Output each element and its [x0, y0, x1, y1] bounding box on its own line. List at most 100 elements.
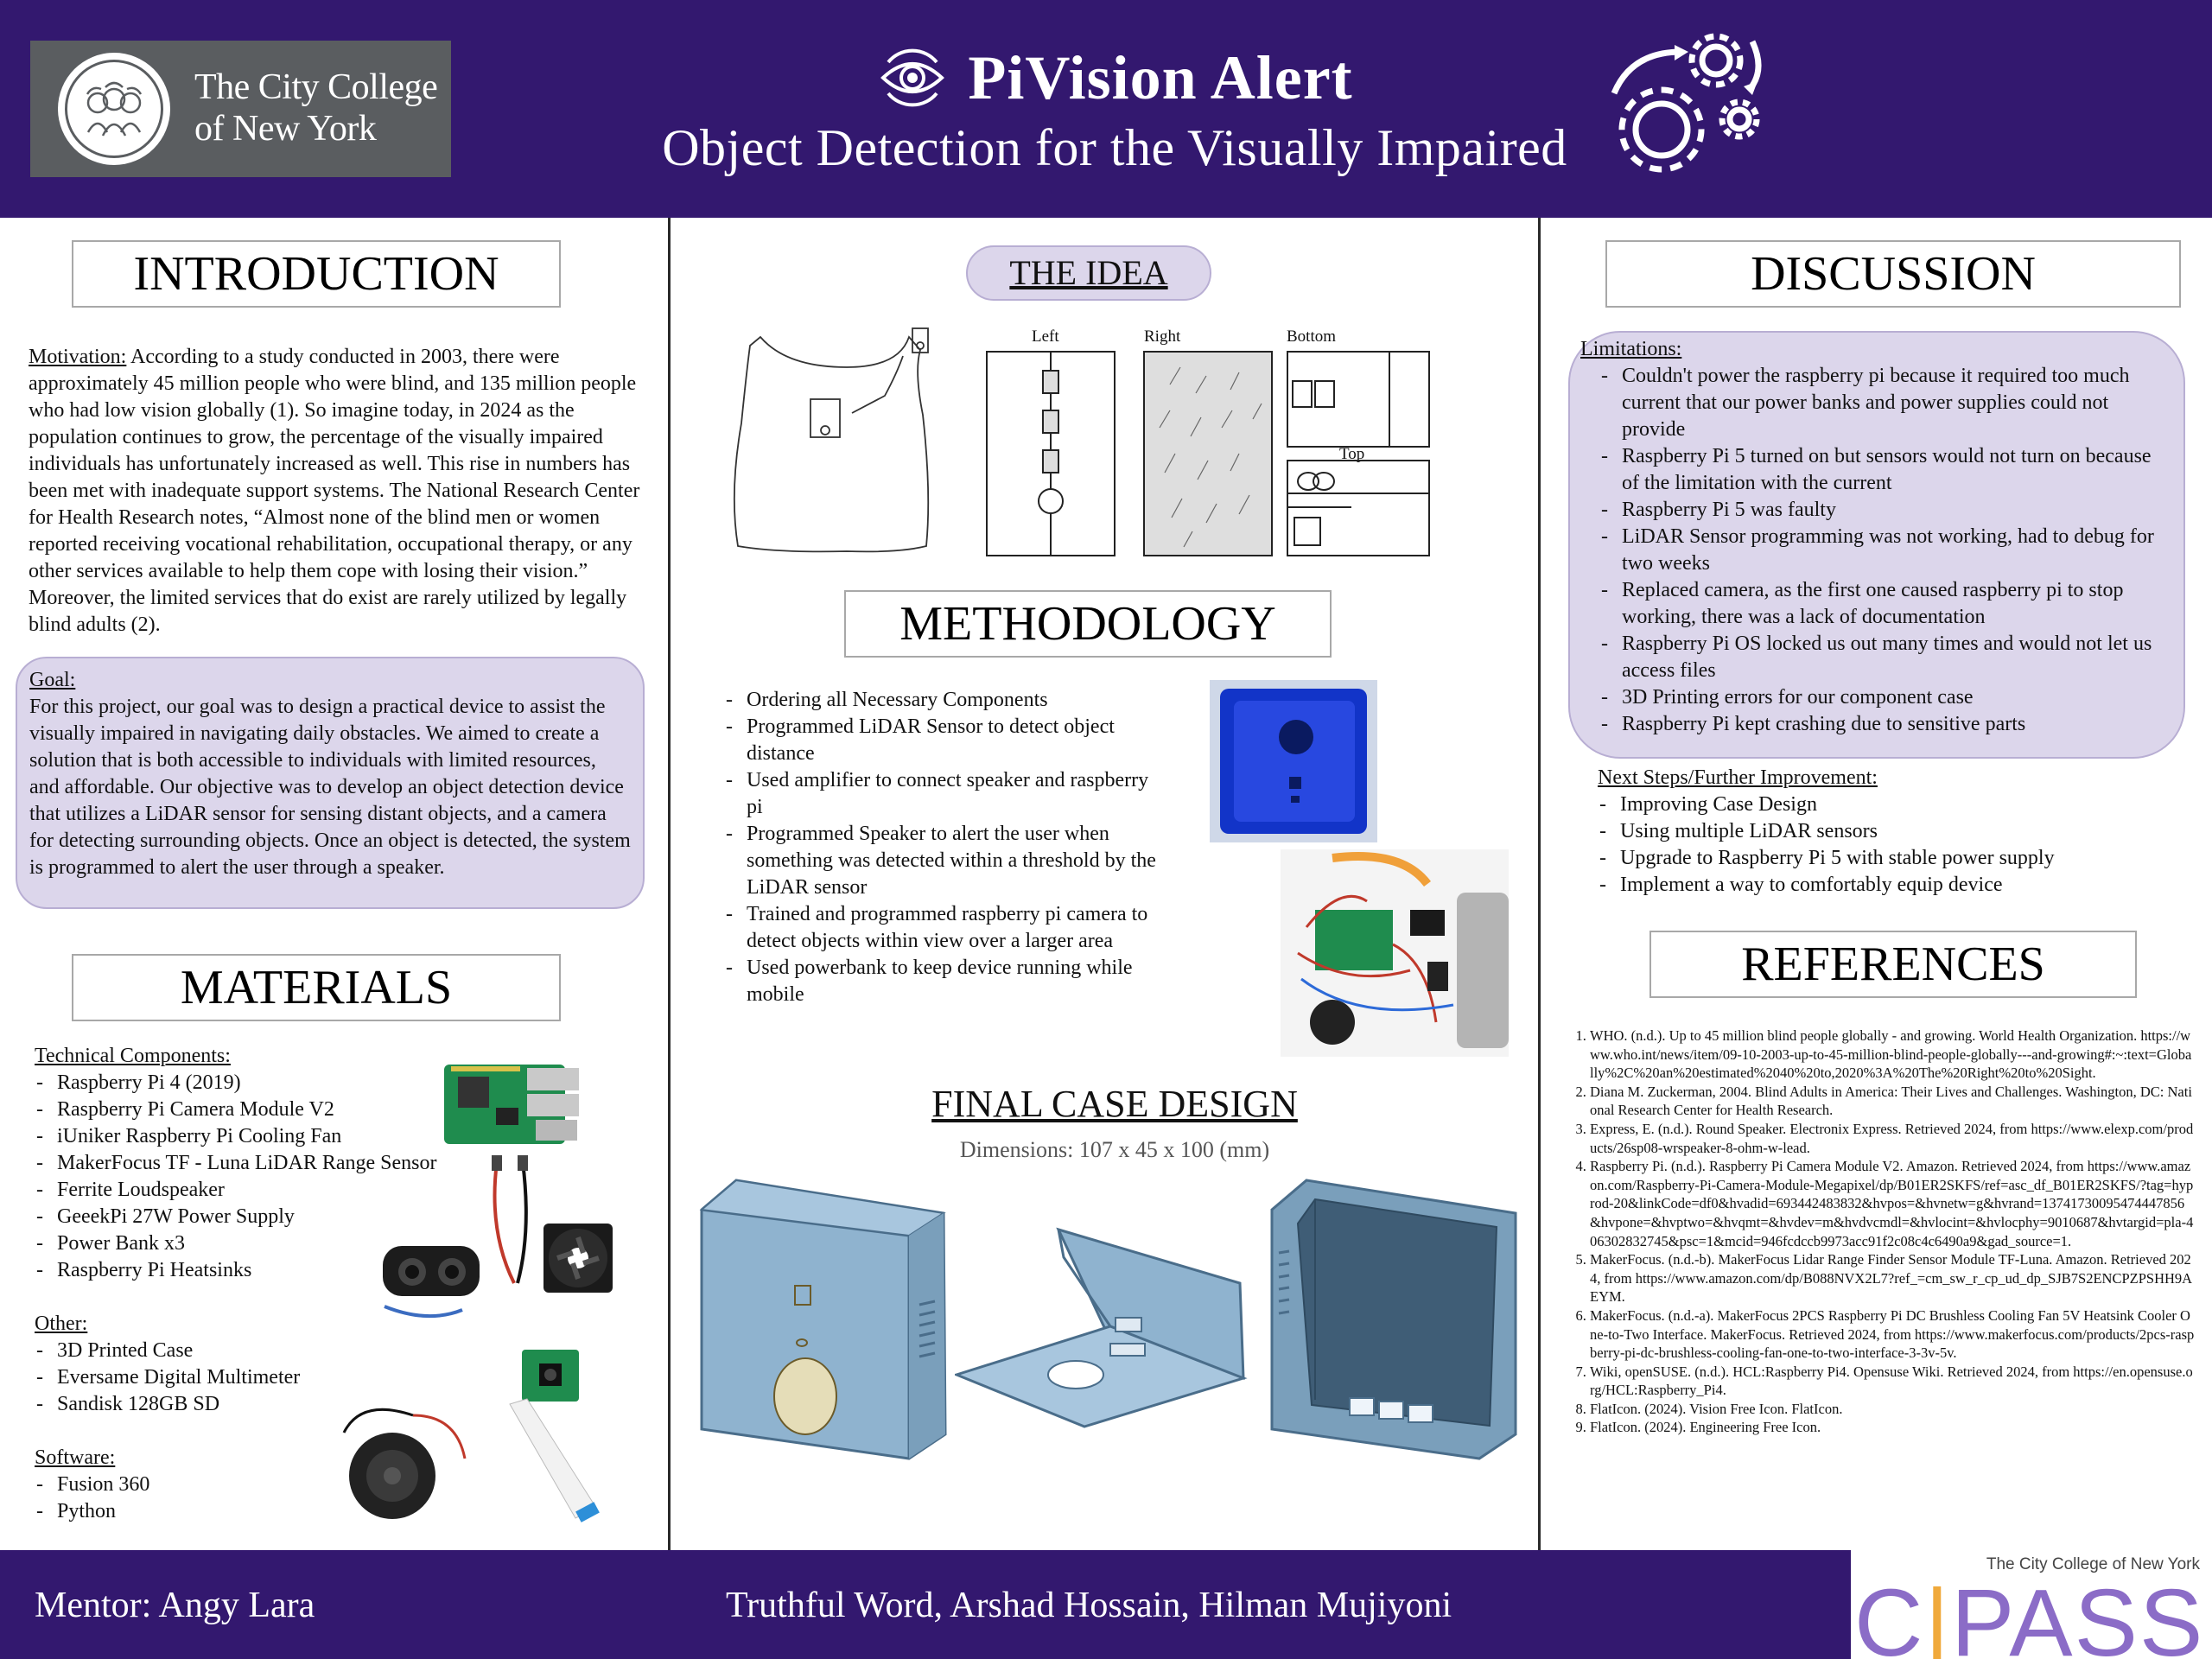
discussion-heading: DISCUSSION [1605, 240, 2181, 308]
list-item: GeeekPi 27W Power Supply [35, 1204, 484, 1230]
list-item: Raspberry Pi 5 was faulty [1599, 497, 2154, 524]
limitations-label: Limitations: [1580, 338, 1682, 360]
sketch-label-right: Right [1144, 327, 1181, 346]
list-item: Raspberry Pi OS locked us out many times… [1599, 631, 2154, 684]
references-list: WHO. (n.d.). Up to 45 million blind peop… [1564, 1027, 2195, 1437]
camera-ribbon-cable-image [509, 1398, 600, 1522]
materials-heading: MATERIALS [72, 954, 561, 1021]
software-list: Fusion 360 Python [35, 1471, 484, 1525]
idea-heading: THE IDEA [966, 245, 1211, 301]
methodology-heading: METHODOLOGY [844, 590, 1332, 658]
list-item: Fusion 360 [35, 1471, 484, 1498]
column-divider-left [668, 218, 671, 1550]
list-item: 3D Printing errors for our component cas… [1599, 684, 2154, 711]
list-item: Replaced camera, as the first one caused… [1599, 577, 2154, 631]
motivation-label: Motivation: [29, 346, 127, 368]
goal-label: Goal: [29, 669, 76, 691]
reference-item: FlatIcon. (2024). Engineering Free Icon. [1590, 1418, 2195, 1437]
list-item: Programmed LiDAR Sensor to detect object… [724, 714, 1163, 767]
reference-item: MakerFocus. (n.d.-b). MakerFocus Lidar R… [1590, 1250, 2195, 1306]
reference-item: WHO. (n.d.). Up to 45 million blind peop… [1590, 1027, 2195, 1083]
list-item: Raspberry Pi Camera Module V2 [35, 1096, 484, 1123]
reference-item: MakerFocus. (n.d.-a). MakerFocus 2PCS Ra… [1590, 1306, 2195, 1363]
list-item: Sandisk 128GB SD [35, 1391, 484, 1418]
list-item: Raspberry Pi 5 turned on but sensors wou… [1599, 443, 2154, 497]
cipass-wordmark: C|PASS [1854, 1570, 2205, 1659]
college-logo: The City College of New York [30, 41, 451, 177]
list-item: Ferrite Loudspeaker [35, 1177, 484, 1204]
list-item: Eversame Digital Multimeter [35, 1364, 484, 1391]
references-list-container: WHO. (n.d.). Up to 45 million blind peop… [1564, 1027, 2195, 1550]
list-item: Power Bank x3 [35, 1230, 484, 1257]
reference-item: Express, E. (n.d.). Round Speaker. Elect… [1590, 1120, 2195, 1157]
sketch-label-bottom: Bottom [1287, 327, 1336, 346]
list-item: 3D Printed Case [35, 1338, 484, 1364]
list-item: Raspberry Pi kept crashing due to sensit… [1599, 711, 2154, 738]
list-item: Implement a way to comfortably equip dev… [1598, 872, 2185, 899]
final-case-heading: FINAL CASE DESIGN [931, 1083, 1298, 1125]
list-item: Ordering all Necessary Components [724, 687, 1163, 714]
case-dimensions: Dimensions: 107 x 45 x 100 (mm) [959, 1137, 1270, 1162]
reference-item: Raspberry Pi. (n.d.). Raspberry Pi Camer… [1590, 1157, 2195, 1250]
references-heading: REFERENCES [1649, 931, 2137, 998]
vest-sketch [733, 327, 930, 553]
sketch-label-left: Left [1032, 327, 1059, 346]
list-item: Used powerbank to keep device running wh… [724, 955, 1163, 1008]
college-seal-logo [58, 53, 170, 165]
eye-icon [880, 48, 945, 107]
materials-list: Technical Components: Raspberry Pi 4 (20… [35, 1043, 484, 1525]
mentor-name: Mentor: Angy Lara [35, 1586, 315, 1625]
reference-item: Wiki, openSUSE. (n.d.). HCL:Raspberry Pi… [1590, 1363, 2195, 1400]
list-item: Upgrade to Raspberry Pi 5 with stable po… [1598, 845, 2185, 872]
list-item: Couldn't power the raspberry pi because … [1599, 363, 2154, 443]
poster-footer: Mentor: Angy Lara Truthful Word, Arshad … [0, 1550, 2212, 1659]
list-item: Raspberry Pi 4 (2019) [35, 1070, 484, 1096]
author-names: Truthful Word, Arshad Hossain, Hilman Mu… [726, 1586, 1452, 1625]
printed-case-photo [1210, 680, 1377, 842]
list-item: Programmed Speaker to alert the user whe… [724, 821, 1163, 901]
goal-text: For this project, our goal was to design… [29, 696, 631, 879]
loudspeaker-image [342, 1408, 467, 1519]
technical-components-list: Raspberry Pi 4 (2019) Raspberry Pi Camer… [35, 1070, 484, 1284]
case-render-base [955, 1227, 1248, 1428]
prototype-wiring-photo [1281, 849, 1509, 1057]
other-list: 3D Printed Case Eversame Digital Multime… [35, 1338, 484, 1418]
list-item: LiDAR Sensor programming was not working… [1599, 524, 2154, 577]
list-item: iUniker Raspberry Pi Cooling Fan [35, 1123, 484, 1150]
case-render-front [699, 1179, 947, 1460]
case-render-back [1270, 1179, 1517, 1460]
college-name: The City College of New York [194, 67, 438, 149]
goal-panel: Goal: For this project, our goal was to … [16, 657, 645, 909]
technical-components-label: Technical Components: [35, 1045, 231, 1067]
next-steps-section: Next Steps/Further Improvement: Improvin… [1598, 765, 2185, 899]
poster-subtitle: Object Detection for the Visually Impair… [662, 119, 1567, 176]
cipass-tagline: The City College of New York [1986, 1555, 2200, 1573]
raspberry-pi-board-image [444, 1065, 579, 1144]
lidar-sensor-image [383, 1246, 480, 1319]
poster-header: The City College of New York PiVision Al… [0, 0, 2212, 218]
limitations-list: Couldn't power the raspberry pi because … [1599, 363, 2154, 738]
motivation-paragraph: Motivation: According to a study conduct… [29, 344, 652, 639]
reference-item: Diana M. Zuckerman, 2004. Blind Adults i… [1590, 1083, 2195, 1120]
jumper-wires-image [492, 1155, 528, 1284]
list-item: Raspberry Pi Heatsinks [35, 1257, 484, 1284]
list-item: MakerFocus TF - Luna LiDAR Range Sensor [35, 1150, 484, 1177]
list-item: Python [35, 1498, 484, 1525]
camera-module-image [522, 1350, 579, 1402]
column-divider-right [1538, 218, 1541, 1550]
next-steps-label: Next Steps/Further Improvement: [1598, 766, 1878, 789]
other-label: Other: [35, 1313, 88, 1335]
cipass-logo: The City College of New York C|PASS [1851, 1550, 2212, 1659]
methodology-list-container: Ordering all Necessary Components Progra… [724, 687, 1163, 1008]
cooling-fan-image [543, 1224, 613, 1293]
sketch-label-top: Top [1339, 445, 1364, 463]
list-item: Improving Case Design [1598, 791, 2185, 818]
poster-title: PiVision Alert [968, 42, 1353, 112]
introduction-heading: INTRODUCTION [72, 240, 561, 308]
list-item: Trained and programmed raspberry pi came… [724, 901, 1163, 955]
motivation-text: According to a study conducted in 2003, … [29, 346, 640, 636]
limitations-panel: Limitations: Couldn't power the raspberr… [1568, 331, 2185, 759]
list-item: Using multiple LiDAR sensors [1598, 818, 2185, 845]
poster-title-block: PiVision Alert Object Detection for the … [605, 41, 1624, 178]
reference-item: FlatIcon. (2024). Vision Free Icon. Flat… [1590, 1400, 2195, 1419]
